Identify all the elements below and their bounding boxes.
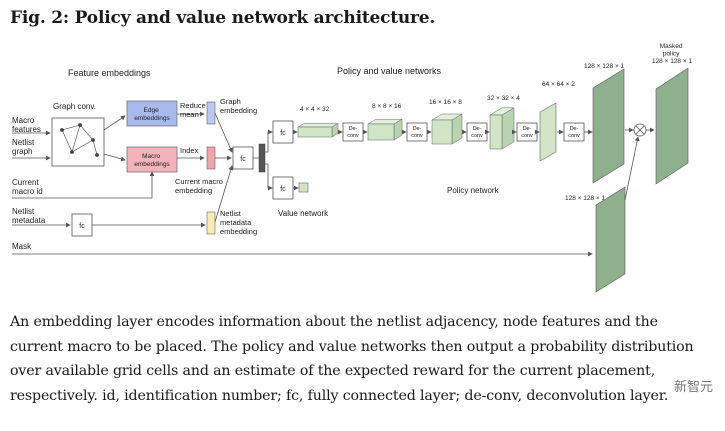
current-macro-id-arrow [12, 171, 155, 199]
shape-label-32x32x4: 32 × 32 × 4 [487, 95, 520, 102]
index-label: Index [180, 146, 199, 155]
edge-embeddings-box [126, 100, 178, 127]
graph-conv-label: Graph conv. [53, 102, 96, 111]
layer-4x4x32-top [297, 123, 339, 128]
watermark: 新智元 [671, 376, 715, 395]
deconv-4-label: De-conv [521, 126, 533, 139]
value-fc-label: fc [280, 186, 286, 193]
shape-label-mask-layer: 128 × 128 × 1 [565, 195, 606, 202]
policy-network-label: Policy network [447, 186, 500, 195]
macro-features-label: Macro features [12, 116, 41, 134]
reduce-mean-label: Reduce mean [180, 101, 208, 119]
to-value-fc-arrow [265, 163, 273, 191]
multiply-x-2 [635, 125, 645, 135]
architecture-diagram: Feature embeddings Policy and value netw… [12, 43, 693, 293]
graph-embedding-bar [206, 101, 216, 125]
masked-policy-slab [655, 67, 689, 185]
layer-32x32x4-front [489, 114, 503, 150]
layer-4x4x32-front [297, 126, 333, 138]
graph-embedding-label: Graph embedding [220, 97, 257, 115]
shape-label-16x16x8: 16 × 16 × 8 [429, 99, 462, 106]
value-output-square [298, 182, 309, 193]
netlist-metadata-label: Netlist metadata [12, 207, 46, 225]
shape-label-128x128x1: 128 × 128 × 1 [584, 63, 625, 70]
to-edge-arrow [103, 115, 126, 131]
mask-layer-to-multiply [624, 136, 640, 201]
shape-label-4x4x32: 4 × 4 × 32 [300, 106, 330, 113]
mask-layer-slab [595, 186, 626, 293]
policy-value-heading: Policy and value networks [337, 66, 442, 76]
netlist-metadata-embedding-bar [206, 211, 216, 235]
mask-label: Mask [12, 242, 32, 251]
concat-fc-label: fc [240, 156, 246, 163]
policy-layers: 4 × 4 × 32 De-conv 8 × 8 × 16 De-conv 16 × 1… [293, 63, 634, 184]
edge-embeddings-label: Edge embeddings [134, 107, 170, 122]
layer-128x128x1 [592, 68, 625, 184]
deconv-2-label: De-conv [411, 126, 423, 139]
metadata-to-fc-arrow [214, 165, 234, 223]
shape-label-8x8x16: 8 × 8 × 16 [372, 103, 402, 110]
deconv-1-label: De-conv [347, 126, 359, 139]
masked-policy-label: Masked policy 128 × 128 × 1 [652, 43, 693, 65]
layer-8x8x16-front [367, 123, 395, 141]
deconv-3-label: De-conv [471, 126, 483, 139]
macro-embeddings-label: Macro embeddings [134, 153, 170, 168]
graph-conv-box [51, 117, 105, 167]
metadata-fc-label: fc [79, 223, 85, 230]
graph-to-fc-arrow [214, 112, 233, 153]
feature-embeddings-heading: Feature embeddings [68, 68, 151, 78]
current-macro-embedding-label: Current macro embedding [175, 177, 225, 195]
figure-caption: An embedding layer encodes information a… [10, 314, 694, 404]
value-network-label: Value network [278, 209, 329, 218]
layer-32x32x4-side [501, 107, 515, 150]
figure-title: Fig. 2: Policy and value network archite… [10, 8, 436, 28]
concat-embedding-bar [258, 143, 266, 173]
netlist-metadata-embedding-label: Netlist metadata embedding [220, 209, 257, 236]
macro-embeddings-box [126, 146, 178, 173]
policy-fc-label: fc [280, 130, 286, 137]
netlist-graph-label: Netlist graph [12, 138, 36, 156]
current-macro-embedding-bar [206, 146, 216, 170]
shape-label-64x64x2: 64 × 64 × 2 [542, 81, 575, 88]
to-macro-arrow [103, 153, 126, 162]
deconv-5-label: De-conv [568, 126, 580, 139]
current-macro-id-label: Current macro id [12, 178, 43, 196]
layer-64x64x2 [539, 102, 557, 162]
graph-icon [60, 123, 99, 157]
layer-16x16x8-front [431, 119, 453, 145]
to-policy-fc-arrow [265, 129, 273, 153]
